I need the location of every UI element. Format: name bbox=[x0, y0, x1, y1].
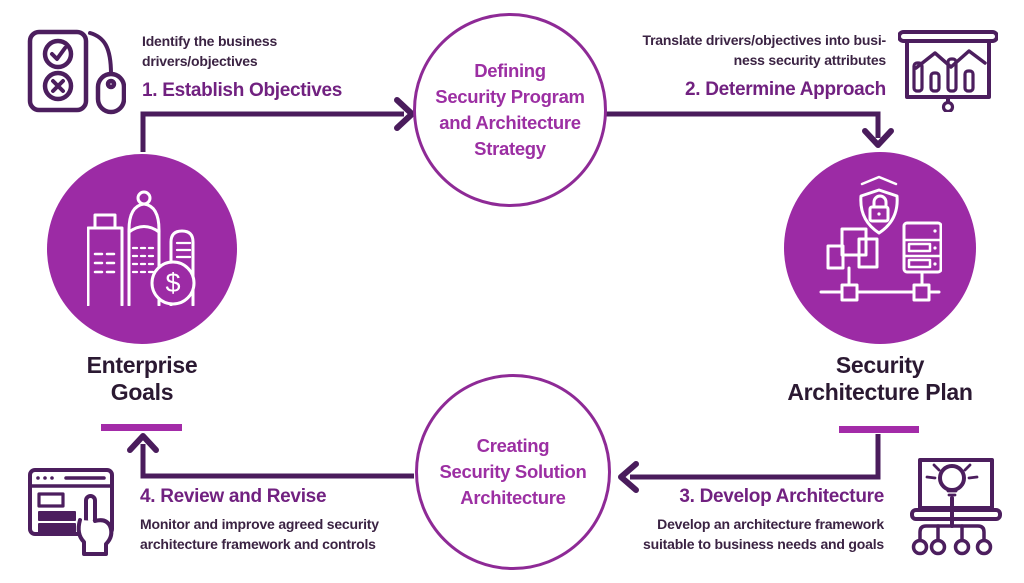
shield-lock-server-icon bbox=[819, 175, 942, 302]
arrow-review-revise bbox=[140, 444, 414, 479]
arrow-right-head-icon bbox=[394, 97, 415, 131]
enterprise-label-line2: Goals bbox=[110, 379, 174, 405]
arrow-determine-approach bbox=[602, 111, 881, 138]
node-enterprise-goals: $ bbox=[47, 154, 237, 344]
node-defining-security-program: Defining Security Program and Architectu… bbox=[413, 13, 607, 207]
security-label-line1: Security bbox=[835, 352, 925, 378]
defining-line4: Strategy bbox=[474, 138, 546, 159]
node-security-architecture-plan bbox=[784, 152, 976, 344]
checklist-mouse-icon bbox=[27, 29, 126, 115]
arrow-left-head-icon bbox=[618, 461, 639, 493]
step3-title: 3. Develop Architecture bbox=[679, 486, 884, 507]
node-defining-text: Defining Security Program and Architectu… bbox=[435, 58, 585, 162]
city-buildings-dollar-icon: $ bbox=[87, 190, 196, 306]
arrow-develop-architecture bbox=[630, 434, 881, 480]
arrow-up-head-icon bbox=[127, 433, 159, 453]
node-creating-security-solution: Creating Security Solution Architecture bbox=[415, 374, 611, 570]
defining-line3: and Architecture bbox=[439, 112, 581, 133]
step3-description-line1: Develop an architecture framework bbox=[657, 516, 884, 532]
creating-line3: Architecture bbox=[460, 487, 566, 508]
arrow-establish-objectives bbox=[140, 111, 404, 152]
node-creating-text: Creating Security Solution Architecture bbox=[439, 433, 586, 511]
step2-description: Translate drivers/objectives into busi- … bbox=[600, 30, 886, 70]
browser-hand-icon bbox=[28, 468, 114, 556]
step1-description-line2: drivers/objectives bbox=[142, 53, 258, 69]
enterprise-goals-label: Enterprise Goals bbox=[32, 352, 252, 406]
step1-description-line1: Identify the business bbox=[142, 33, 278, 49]
step4-description-line2: architecture framework and controls bbox=[140, 536, 376, 552]
security-architecture-plan-label: Security Architecture Plan bbox=[720, 352, 1024, 406]
defining-line2: Security Program bbox=[435, 86, 585, 107]
creating-line2: Security Solution bbox=[439, 461, 587, 482]
step3-description: Develop an architecture framework suitab… bbox=[598, 514, 884, 554]
defining-line1: Defining bbox=[474, 60, 546, 81]
dollar-symbol: $ bbox=[165, 268, 180, 298]
step4-description: Monitor and improve agreed security arch… bbox=[140, 514, 420, 554]
step4-title: 4. Review and Revise bbox=[140, 486, 327, 507]
step2-description-line2: ness security attributes bbox=[733, 52, 887, 68]
security-accent-bar bbox=[839, 426, 919, 433]
step1-description: Identify the business drivers/objectives bbox=[142, 31, 412, 71]
laptop-idea-network-icon bbox=[910, 458, 1002, 556]
security-label-line2: Architecture Plan bbox=[787, 379, 973, 405]
arrow-down-head-icon bbox=[862, 128, 894, 148]
presentation-chart-icon bbox=[898, 30, 998, 112]
enterprise-accent-bar bbox=[101, 424, 182, 431]
step3-description-line2: suitable to business needs and goals bbox=[643, 536, 884, 552]
creating-line1: Creating bbox=[476, 435, 550, 456]
step1-title: 1. Establish Objectives bbox=[142, 80, 343, 101]
step2-title: 2. Determine Approach bbox=[685, 79, 886, 100]
step2-description-line1: Translate drivers/objectives into busi- bbox=[642, 32, 886, 48]
enterprise-label-line1: Enterprise bbox=[86, 352, 198, 378]
step4-description-line1: Monitor and improve agreed security bbox=[140, 516, 379, 532]
